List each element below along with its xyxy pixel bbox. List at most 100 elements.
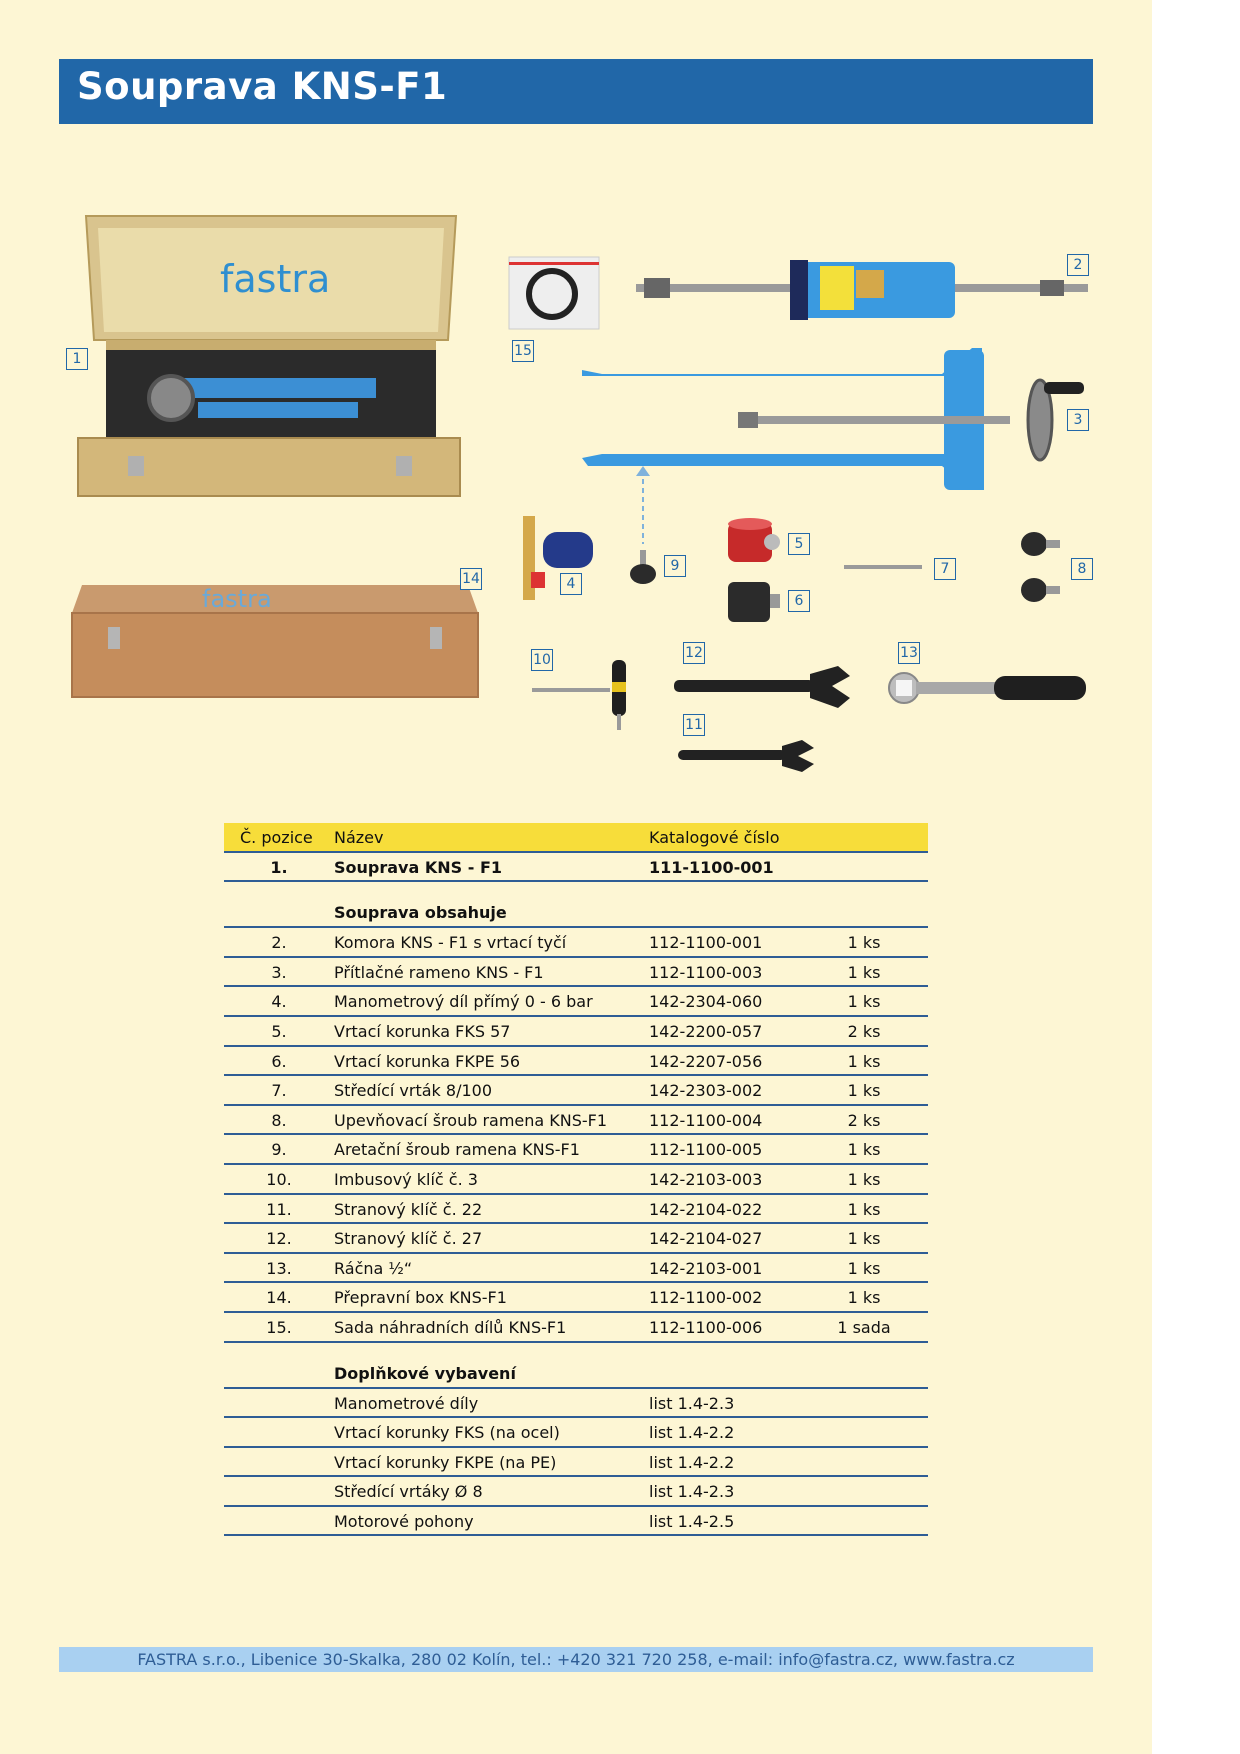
cell-quantity: 1 ks [847, 1081, 881, 1101]
cell-catalog: 142-2200-057 [649, 1021, 763, 1041]
accessory-row: Vrtací korunky FKPE (na PE) list 1.4-2.2 [224, 1448, 928, 1478]
item-label-12: 12 [683, 642, 705, 664]
item-label-2: 2 [1067, 254, 1089, 276]
accessories-heading-row: Doplňkové vybavení [224, 1343, 928, 1389]
cell-name: Imbusový klíč č. 3 [334, 1169, 478, 1189]
page-sheet: Souprava KNS-F1 fastra 1 fastra 14 15 [0, 0, 1152, 1754]
item-label-10: 10 [531, 649, 553, 671]
table-header-row: Č. pozice Název Katalogové číslo [224, 823, 928, 853]
cell-catalog: list 1.4-2.3 [649, 1393, 735, 1413]
cell-name: Středící vrták 8/100 [334, 1081, 493, 1101]
cell-position: 3. [271, 962, 287, 982]
cell-catalog: list 1.4-2.2 [649, 1423, 735, 1443]
cell-name: Vrtací korunky FKS (na ocel) [334, 1423, 560, 1443]
hex-key-illustration [532, 660, 626, 730]
cell-catalog: 142-2104-027 [649, 1229, 763, 1249]
table-row: 4. Manometrový díl přímý 0 - 6 bar 142-230… [224, 987, 928, 1017]
cell-position: 2. [271, 933, 287, 953]
drill-crown-fkpe-illustration [728, 582, 780, 622]
ratchet-illustration [888, 672, 1086, 704]
item-label-4: 4 [560, 573, 582, 595]
cell-name: Přepravní box KNS-F1 [334, 1288, 507, 1308]
item-label-8: 8 [1071, 558, 1093, 580]
closed-box-illustration: fastra [71, 585, 479, 698]
cell-catalog: list 1.4-2.5 [649, 1511, 735, 1531]
cell-name: Vrtací korunka FKS 57 [334, 1021, 511, 1041]
chamber-illustration [636, 260, 1088, 320]
item-label-3: 3 [1067, 409, 1089, 431]
cell-quantity: 1 sada [837, 1317, 891, 1337]
parts-table: Č. pozice Název Katalogové číslo 1. Soup… [224, 823, 928, 1537]
item-label-1: 1 [66, 348, 88, 370]
item-label-7: 7 [934, 558, 956, 580]
spare-parts-bag-illustration [508, 256, 600, 330]
item-label-13: 13 [898, 642, 920, 664]
cell-catalog: list 1.4-2.3 [649, 1482, 735, 1502]
cell-quantity: 1 ks [847, 1199, 881, 1219]
cell-name: Manometrové díly [334, 1393, 479, 1413]
item-label-9: 9 [664, 555, 686, 577]
cell-position: 14. [266, 1288, 292, 1308]
cell-name: Stranový klíč č. 27 [334, 1229, 483, 1249]
open-case-illustration: fastra [77, 215, 461, 497]
cell-catalog: 112-1100-001 [649, 933, 763, 953]
footer-contact-text: FASTRA s.r.o., Libenice 30-Skalka, 280 0… [137, 1650, 1015, 1669]
header-name: Název [334, 828, 384, 847]
fixing-screws-illustration [1021, 532, 1060, 602]
cell-name: Ráčna ½“ [334, 1258, 413, 1278]
pressure-arm-illustration [582, 348, 1084, 490]
cell-name: Vrtací korunky FKPE (na PE) [334, 1452, 557, 1472]
cell-name: Středící vrtáky Ø 8 [334, 1482, 483, 1502]
cell-position: 10. [266, 1169, 292, 1189]
cell-catalog: list 1.4-2.2 [649, 1452, 735, 1472]
title-bar: Souprava KNS-F1 [59, 59, 1093, 124]
accessory-row: Středící vrtáky Ø 8 list 1.4-2.3 [224, 1477, 928, 1507]
table-row: 7. Středící vrták 8/100 142-2303-002 1 ks [224, 1076, 928, 1106]
manometer-part-illustration [523, 516, 593, 600]
cell-catalog: 142-2104-022 [649, 1199, 763, 1219]
drill-crown-fks-illustration [728, 518, 780, 562]
contents-heading-row: Souprava obsahuje [224, 882, 928, 929]
cell-catalog: 142-2303-002 [649, 1081, 763, 1101]
locking-screw-illustration [630, 466, 656, 584]
cell-name: Manometrový díl přímý 0 - 6 bar [334, 992, 593, 1012]
cell-quantity: 1 ks [847, 1258, 881, 1278]
item-label-11: 11 [683, 714, 705, 736]
table-row-main: 1. Souprava KNS - F1 111-1100-001 [224, 853, 928, 883]
centering-drill-illustration [844, 565, 922, 569]
cell-name: Vrtací korunka FKPE 56 [334, 1051, 521, 1071]
cell-catalog: 112-1100-004 [649, 1110, 763, 1130]
cell-position: 7. [271, 1081, 287, 1101]
cell-catalog: 111-1100-001 [649, 857, 774, 877]
cell-catalog: 142-2304-060 [649, 992, 763, 1012]
cell-position: 9. [271, 1140, 287, 1160]
cell-catalog: 112-1100-002 [649, 1288, 763, 1308]
table-row: 13. Ráčna ½“ 142-2103-001 1 ks [224, 1254, 928, 1284]
cell-quantity: 1 ks [847, 1051, 881, 1071]
cell-catalog: 142-2103-001 [649, 1258, 763, 1278]
cell-name: Motorové pohony [334, 1511, 474, 1531]
item-label-15: 15 [512, 340, 534, 362]
wrench-22-illustration [678, 740, 814, 772]
cell-position: 1. [270, 857, 288, 877]
item-label-5: 5 [788, 533, 810, 555]
cell-position: 13. [266, 1258, 292, 1278]
cell-position: 8. [271, 1110, 287, 1130]
header-position: Č. pozice [240, 828, 313, 847]
item-label-14: 14 [460, 568, 482, 590]
cell-catalog: 142-2207-056 [649, 1051, 763, 1071]
cell-position: 4. [271, 992, 287, 1012]
cell-name: Přítlačné rameno KNS - F1 [334, 962, 544, 982]
box-logo-text: fastra [202, 585, 272, 613]
wrench-27-illustration [674, 666, 850, 708]
case-logo-text: fastra [220, 257, 330, 301]
page-title: Souprava KNS-F1 [77, 65, 448, 108]
